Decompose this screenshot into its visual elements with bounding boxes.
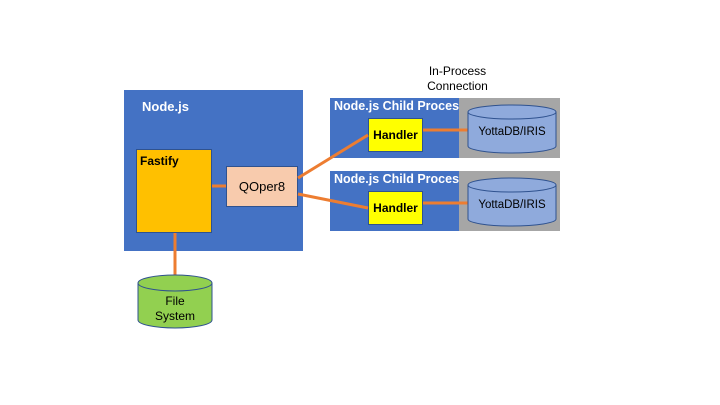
- file-system-label: File System: [138, 294, 212, 324]
- database-2-label: YottaDB/IRIS: [478, 199, 546, 211]
- file-system-line-1: File: [165, 294, 185, 308]
- file-system-line-2: System: [154, 309, 195, 323]
- in-process-line-1: In-Process: [428, 64, 487, 78]
- main-process-title: Node.js: [142, 99, 189, 114]
- fastify-label: Fastify: [140, 154, 179, 168]
- handler-box-1: Handler: [368, 118, 423, 152]
- file-system-cylinder: [137, 274, 213, 329]
- child-process-2-title: Node.js Child Process: [334, 172, 466, 186]
- handler-box-2: Handler: [368, 191, 423, 225]
- qoper8-to-handler-2-line: [297, 192, 369, 210]
- in-process-annotation: In-Process Connection: [400, 64, 515, 94]
- handler-1-label: Handler: [373, 128, 418, 142]
- database-1-label: YottaDB/IRIS: [478, 126, 546, 138]
- database-cylinder-2: [467, 177, 557, 227]
- qoper8-box: QOper8: [226, 166, 298, 207]
- in-process-line-2: Connection: [427, 79, 488, 93]
- handler-2-label: Handler: [373, 201, 418, 215]
- qoper8-label: QOper8: [238, 179, 286, 194]
- qoper8-to-handler-1-line: [297, 133, 369, 180]
- child-process-1-title: Node.js Child Process: [334, 99, 466, 113]
- database-cylinder-1: [467, 104, 557, 154]
- fastify-box: Fastify: [136, 149, 212, 233]
